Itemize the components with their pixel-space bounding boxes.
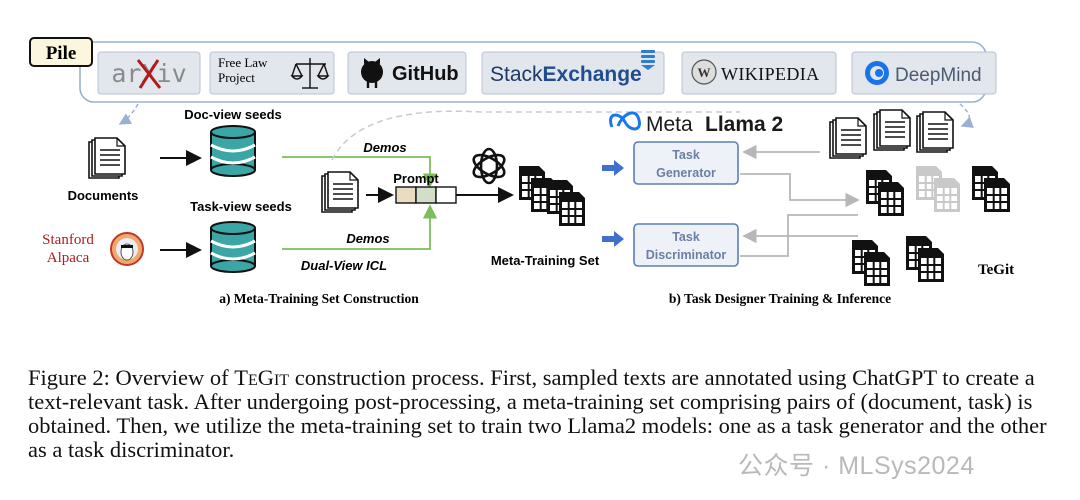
prompt-label: Prompt	[393, 171, 439, 186]
demos-top-label: Demos	[363, 140, 406, 155]
wikipedia-globe-icon: W	[691, 59, 717, 85]
demos-bottom-line	[282, 204, 438, 250]
stackexchange-icon	[641, 50, 655, 70]
tegit-tasks-icon-1	[852, 240, 890, 286]
source-arxiv: arXiv	[97, 51, 201, 95]
source-freelaw: Free Law Project	[209, 51, 335, 95]
stackexchange-logo-text: StackExchange	[490, 63, 642, 86]
svg-text:Generator: Generator	[656, 166, 716, 180]
deepmind-logo-text: DeepMind	[895, 65, 982, 86]
doc-seeds-label: Doc-view seeds	[184, 107, 282, 122]
caption-prefix: Figure 2: Overview of	[28, 365, 235, 390]
source-deepmind: DeepMind	[851, 51, 997, 95]
doc-seeds-database-icon	[209, 124, 257, 178]
documents-icon	[89, 138, 125, 178]
stanford-label: Stanford	[42, 232, 94, 248]
task-discriminator-box: Task Discriminator	[633, 223, 739, 267]
tegit-tasks-icon-2	[906, 236, 944, 282]
demos-top-line	[282, 156, 438, 188]
generator-to-tasks-line	[740, 173, 860, 208]
meta-training-set-label: Meta-Training Set	[491, 253, 600, 268]
scales-of-justice-icon	[290, 58, 330, 89]
right-docs-icon-1	[830, 118, 866, 158]
chatgpt-logo-icon	[472, 147, 506, 185]
caption-body: construction process. First, sampled tex…	[28, 365, 1047, 462]
deepmind-icon	[865, 61, 889, 85]
pile-to-tegit-docs-arrow	[959, 103, 974, 128]
alpaca-avatar-icon	[110, 232, 144, 266]
source-github: GitHub	[347, 51, 467, 95]
pile-label: Pile	[46, 43, 77, 64]
freelaw-line1: Free Law	[218, 55, 268, 70]
caption-tegit: TeGit	[234, 365, 290, 390]
pile-to-documents-arrow	[118, 103, 139, 125]
mid-documents-icon	[322, 172, 358, 212]
svg-text:Task: Task	[672, 148, 700, 162]
discriminator-feedback-line	[740, 214, 858, 257]
svg-text:Discriminator: Discriminator	[646, 248, 727, 262]
meta-training-set-icon-2	[547, 180, 585, 226]
watermark: 公众号 · MLSys2024	[738, 452, 975, 480]
task-seeds-label: Task-view seeds	[190, 199, 292, 214]
source-stackexchange: StackExchange	[481, 50, 665, 95]
blue-arrow-generator	[602, 160, 624, 176]
dashed-arc-top	[331, 110, 740, 161]
dual-view-icl-label: Dual-View ICL	[301, 258, 387, 273]
figure-diagram: Pile arXiv Free Law Project GitHub Stack…	[29, 37, 1014, 306]
github-octocat-icon	[361, 58, 383, 88]
pile-tag: Pile	[29, 37, 93, 67]
alpaca-label: Alpaca	[47, 250, 90, 266]
right-tasks-gray-2	[933, 177, 961, 213]
figure-caption: Figure 2: Overview of TeGit construction…	[28, 366, 1058, 462]
right-tasks-icon-1	[866, 170, 904, 216]
wikipedia-logo-text: WIKIPEDIA	[721, 64, 820, 84]
llama-text: Llama 2	[705, 113, 783, 136]
prompt-box	[395, 186, 457, 204]
blue-arrow-discriminator	[602, 231, 624, 247]
svg-text:W: W	[698, 65, 711, 80]
task-seeds-database-icon	[209, 220, 257, 274]
demos-bottom-label: Demos	[346, 231, 389, 246]
right-tasks-icon-3	[972, 166, 1010, 212]
section-b-label: b) Task Designer Training & Inference	[669, 291, 891, 306]
svg-text:Task: Task	[672, 230, 700, 244]
freelaw-line2: Project	[218, 70, 255, 85]
source-wikipedia: W WIKIPEDIA	[681, 51, 837, 95]
meta-brand-text: Meta	[646, 113, 693, 136]
github-logo-text: GitHub	[392, 63, 459, 85]
meta-logo-icon	[609, 111, 641, 131]
section-a-label: a) Meta-Training Set Construction	[219, 291, 419, 306]
arxiv-x-mark	[136, 59, 162, 89]
right-docs-icon-3	[917, 112, 953, 152]
tegit-label: TeGit	[978, 262, 1014, 278]
task-generator-box: Task Generator	[633, 141, 739, 185]
right-docs-icon-2	[874, 110, 910, 150]
documents-label: Documents	[68, 188, 139, 203]
